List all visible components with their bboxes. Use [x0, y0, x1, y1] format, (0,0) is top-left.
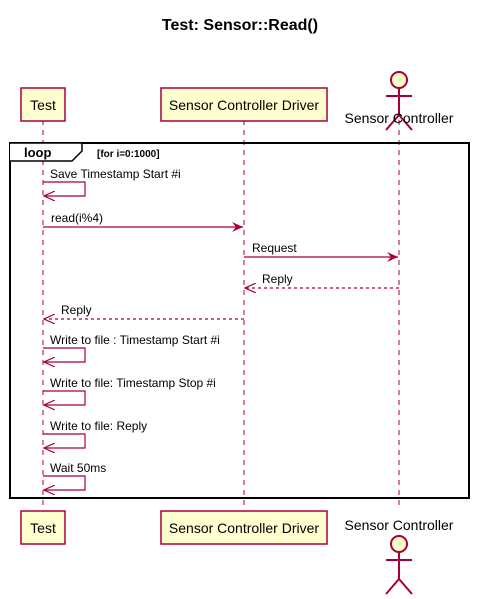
- participant-test-bottom: Test: [20, 510, 66, 545]
- actor-label: Sensor Controller: [345, 110, 454, 126]
- actor-stick-figure-icon: [385, 535, 413, 595]
- message-label: Save Timestamp Start #i: [50, 167, 181, 181]
- self-message-arrow: [43, 181, 86, 196]
- message-label: Wait 50ms: [50, 461, 106, 475]
- diagram-title: Test: Sensor::Read(): [162, 17, 318, 34]
- actor-controller-bottom: Sensor Controller: [345, 517, 454, 595]
- participant-driver-top: Sensor Controller Driver: [160, 87, 328, 122]
- participant-box: [160, 87, 328, 122]
- message-reply: Reply: [245, 272, 399, 288]
- message-label: Reply: [262, 272, 293, 286]
- participant-label: Sensor Controller Driver: [169, 97, 319, 113]
- participant-box: [160, 510, 328, 545]
- message-write-to-file-timestamp-stop-i: Write to file: Timestamp Stop #i: [43, 376, 216, 405]
- participant-label: Test: [30, 520, 56, 536]
- loop-frame: [9, 142, 470, 499]
- self-message-arrow: [43, 390, 86, 405]
- message-label: read(i%4): [51, 211, 103, 225]
- message-label: Write to file : Timestamp Start #i: [50, 333, 220, 347]
- message-label: Write to file: Timestamp Stop #i: [50, 376, 216, 390]
- message-label: Write to file: Reply: [50, 419, 147, 433]
- actor-controller-top: Sensor Controller: [345, 71, 454, 131]
- participant-driver-bottom: Sensor Controller Driver: [160, 510, 328, 545]
- message-label: Reply: [61, 303, 92, 317]
- actor-label: Sensor Controller: [345, 517, 454, 533]
- loop-label: loop: [24, 145, 51, 160]
- loop-condition: [for i=0:1000]: [97, 149, 160, 160]
- message-write-to-file-timestamp-start-i: Write to file : Timestamp Start #i: [43, 333, 220, 362]
- self-message-arrow: [43, 475, 86, 490]
- self-message-arrow: [43, 347, 86, 362]
- message-read-i-4: read(i%4): [43, 211, 243, 232]
- participant-box: [20, 510, 66, 545]
- message-wait-50ms: Wait 50ms: [43, 461, 106, 490]
- participant-test-top: Test: [20, 87, 66, 122]
- participant-box: [20, 87, 66, 122]
- participant-label: Test: [30, 97, 56, 113]
- actor-stick-figure-icon: [385, 71, 413, 131]
- self-message-arrow: [43, 433, 86, 448]
- message-save-timestamp-start-i: Save Timestamp Start #i: [43, 167, 181, 196]
- message-label: Request: [252, 241, 297, 255]
- message-request: Request: [244, 241, 398, 262]
- message-write-to-file-reply: Write to file: Reply: [43, 419, 147, 448]
- participant-label: Sensor Controller Driver: [169, 520, 319, 536]
- message-reply: Reply: [44, 303, 244, 319]
- loop-tab: [10, 142, 83, 162]
